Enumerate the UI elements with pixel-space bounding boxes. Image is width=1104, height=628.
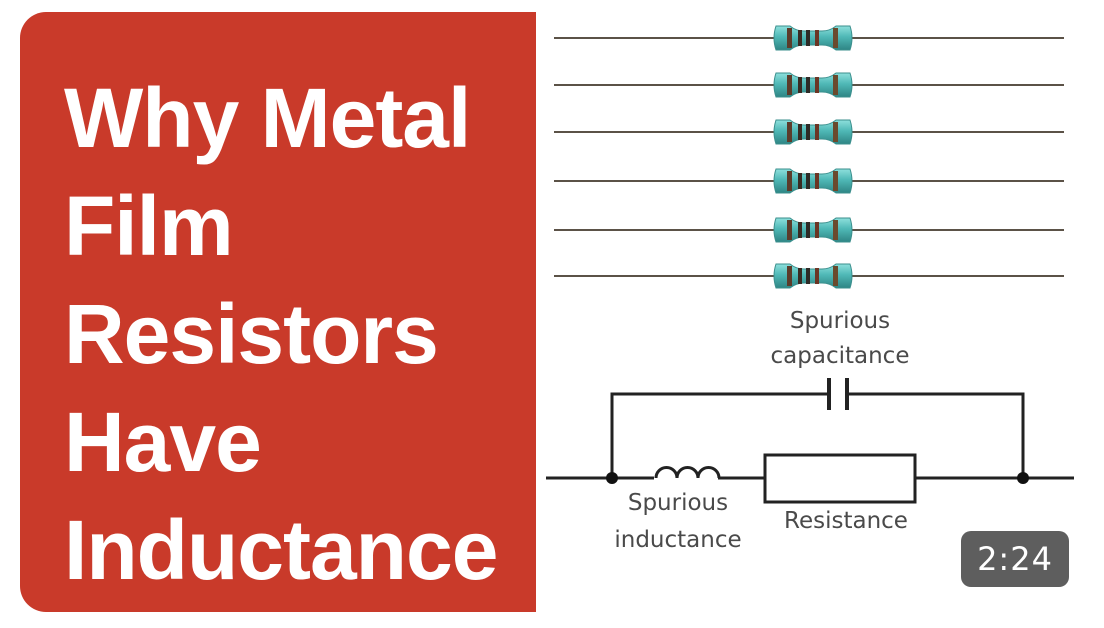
resistor-2 <box>553 72 1065 98</box>
inductance-label-line-1: Spurious <box>628 490 728 516</box>
capacitance-label-line-1: Spurious <box>790 308 890 334</box>
junction-left <box>606 472 618 484</box>
title-line-5: Inductance <box>64 503 498 597</box>
circuit-diagram <box>546 378 1074 504</box>
resistor-1 <box>553 25 1065 51</box>
resistor-6 <box>553 263 1065 289</box>
resistor-3 <box>553 119 1065 145</box>
resistor-5 <box>553 217 1065 243</box>
title-line-4: Have <box>64 395 262 489</box>
title-panel <box>20 12 536 612</box>
title-line-1: Why Metal <box>64 71 471 165</box>
thumbnail-artwork: Spurious capacitance Spurious inductance… <box>546 25 1074 553</box>
resistance-label: Resistance <box>784 508 908 534</box>
inductance-label-line-2: inductance <box>614 527 741 553</box>
title-line-3: Resistors <box>64 287 439 381</box>
resistor-4 <box>553 168 1065 194</box>
duration-badge: 2:24 <box>961 531 1069 587</box>
video-title: Why Metal Film Resistors Have Inductance <box>64 64 498 604</box>
title-line-2: Film <box>64 179 234 273</box>
junction-right <box>1017 472 1029 484</box>
capacitance-label-line-2: capacitance <box>771 343 910 369</box>
